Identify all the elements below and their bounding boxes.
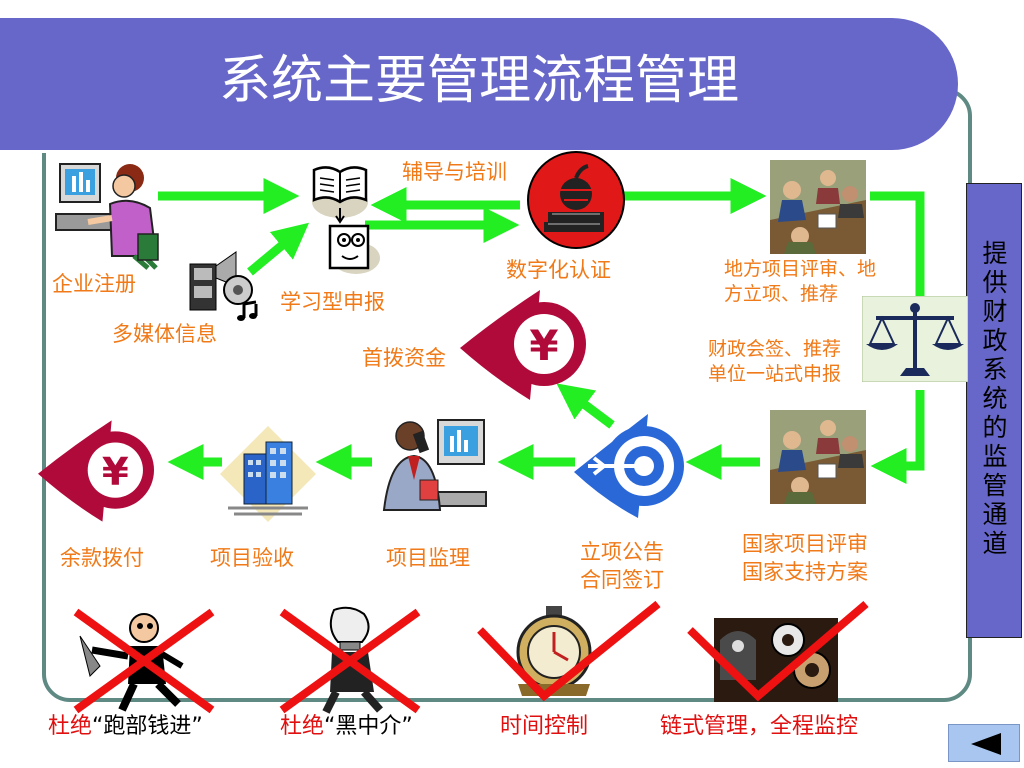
svg-text:¥: ¥ <box>102 450 129 495</box>
building-icon <box>220 426 316 522</box>
label-announce-1: 立项公告 <box>580 540 664 564</box>
side-panel-char: 道 <box>982 529 1008 558</box>
label-bottom-1-quote: “跑部钱进” <box>92 714 203 739</box>
meeting-icon <box>770 410 866 504</box>
label-local-review-2: 方立项、推荐 <box>724 283 839 305</box>
label-bottom-2-quote: “黑中介” <box>324 714 413 739</box>
label-acceptance: 项目验收 <box>210 546 294 570</box>
label-balance-pay: 余款拨付 <box>60 546 144 570</box>
lightbulb-man-icon <box>279 606 421 714</box>
label-national-review-2: 国家支持方案 <box>742 560 868 584</box>
label-bottom-3: 时间控制 <box>500 714 589 739</box>
side-panel-char: 管 <box>982 471 1008 500</box>
side-panel-char: 政 <box>982 326 1008 355</box>
side-panel-char: 提 <box>982 239 1008 268</box>
label-first-fund: 首拨资金 <box>362 346 446 370</box>
multimedia-icon <box>189 251 258 321</box>
running-man-icon <box>73 608 215 714</box>
label-bottom-2-prefix: 杜绝 <box>280 714 325 739</box>
svg-text:¥: ¥ <box>529 321 558 370</box>
yen-coin-icon: ¥ <box>38 420 154 522</box>
gears-head-icon <box>687 600 869 702</box>
label-announce-2: 合同签订 <box>580 568 664 592</box>
label-bottom-2: 杜绝“黑中介” <box>280 714 413 739</box>
yen-coin-icon: ¥ <box>460 290 586 400</box>
label-national-review-1: 国家项目评审 <box>742 532 868 556</box>
label-learning-declare: 学习型申报 <box>280 290 385 314</box>
title-banner <box>0 18 958 153</box>
man-on-phone-icon <box>382 419 487 511</box>
woman-at-computer-icon <box>55 163 159 270</box>
side-panel-char: 供 <box>982 268 1008 297</box>
banner-underline <box>0 150 910 153</box>
scales-icon <box>862 296 968 382</box>
label-monitor: 项目监理 <box>386 546 470 570</box>
label-guidance-training: 辅导与培训 <box>402 160 507 184</box>
label-bottom-1-prefix: 杜绝 <box>48 714 93 739</box>
side-panel-char: 系 <box>982 355 1008 384</box>
book-and-robot-icon <box>312 166 380 274</box>
label-finance-sign-1: 财政会签、推荐 <box>708 338 842 360</box>
apple-on-books-icon <box>527 151 625 249</box>
label-bottom-4: 链式管理，全程监控 <box>660 714 859 739</box>
side-panel-char: 的 <box>982 413 1008 442</box>
side-panel: 提供财政系统的监管通道 <box>966 183 1022 638</box>
target-icon <box>574 414 684 518</box>
back-button[interactable] <box>948 724 1020 762</box>
label-finance-sign-2: 单位一站式申报 <box>708 363 842 385</box>
side-panel-char: 财 <box>982 297 1008 326</box>
label-enterprise-register: 企业注册 <box>52 272 136 296</box>
side-panel-char: 通 <box>982 500 1008 529</box>
back-arrow-icon <box>971 733 1001 755</box>
side-panel-char: 监 <box>982 442 1008 471</box>
label-bottom-1: 杜绝“跑部钱进” <box>48 714 203 739</box>
side-panel-text: 提供财政系统的监管通道 <box>967 239 1023 558</box>
label-digital-cert: 数字化认证 <box>506 258 611 282</box>
side-panel-char: 统 <box>982 384 1008 413</box>
label-local-review-1: 地方项目评审、地 <box>724 258 877 280</box>
label-multimedia-info: 多媒体信息 <box>112 322 217 346</box>
stopwatch-icon <box>477 600 661 702</box>
meeting-icon <box>770 160 866 254</box>
page-title: 系统主要管理流程管理 <box>218 51 739 111</box>
